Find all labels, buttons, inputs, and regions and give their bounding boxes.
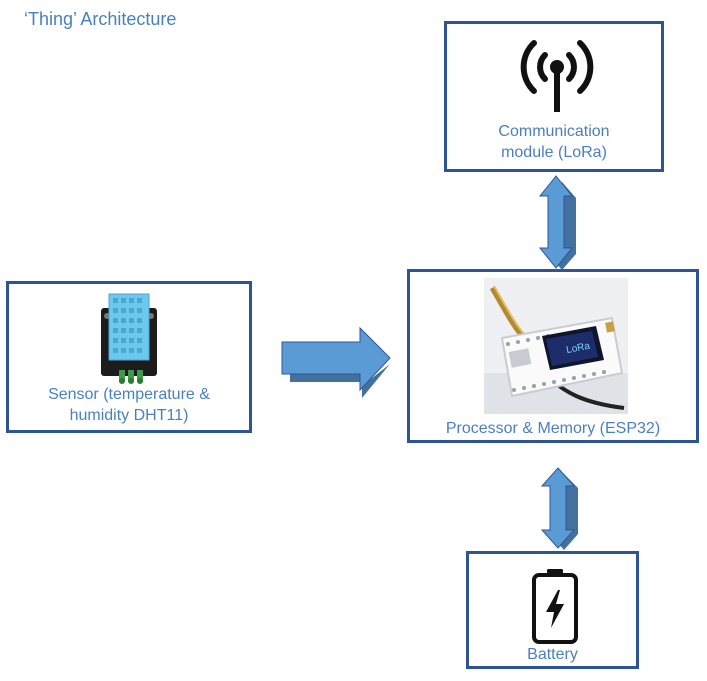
board-lora-text: LoRa <box>565 341 591 356</box>
dht11-sensor-image <box>101 293 157 384</box>
processor-memory-box: LoRa Processor & Memory (ESP32) <box>407 269 699 443</box>
communication-module-label: Communication module (LoRa) <box>498 123 610 161</box>
diagram-title: ‘Thing’ Architecture <box>24 9 177 29</box>
processor-communication-arrow <box>538 175 576 270</box>
processor-memory-label: Processor & Memory (ESP32) <box>445 420 661 437</box>
battery-label: Battery <box>527 646 578 663</box>
battery-icon <box>532 569 578 644</box>
esp32-lora-board-image: LoRa <box>484 278 628 414</box>
sensor-processor-arrow <box>281 326 391 398</box>
sensor-label: Sensor (temperature & humidity DHT11) <box>48 386 210 424</box>
antenna-icon <box>520 40 594 112</box>
communication-module-box: Communication module (LoRa) <box>444 21 664 172</box>
sensor-box: Sensor (temperature & humidity DHT11) <box>6 281 252 433</box>
processor-battery-arrow <box>540 467 578 550</box>
battery-box: Battery <box>466 551 639 669</box>
